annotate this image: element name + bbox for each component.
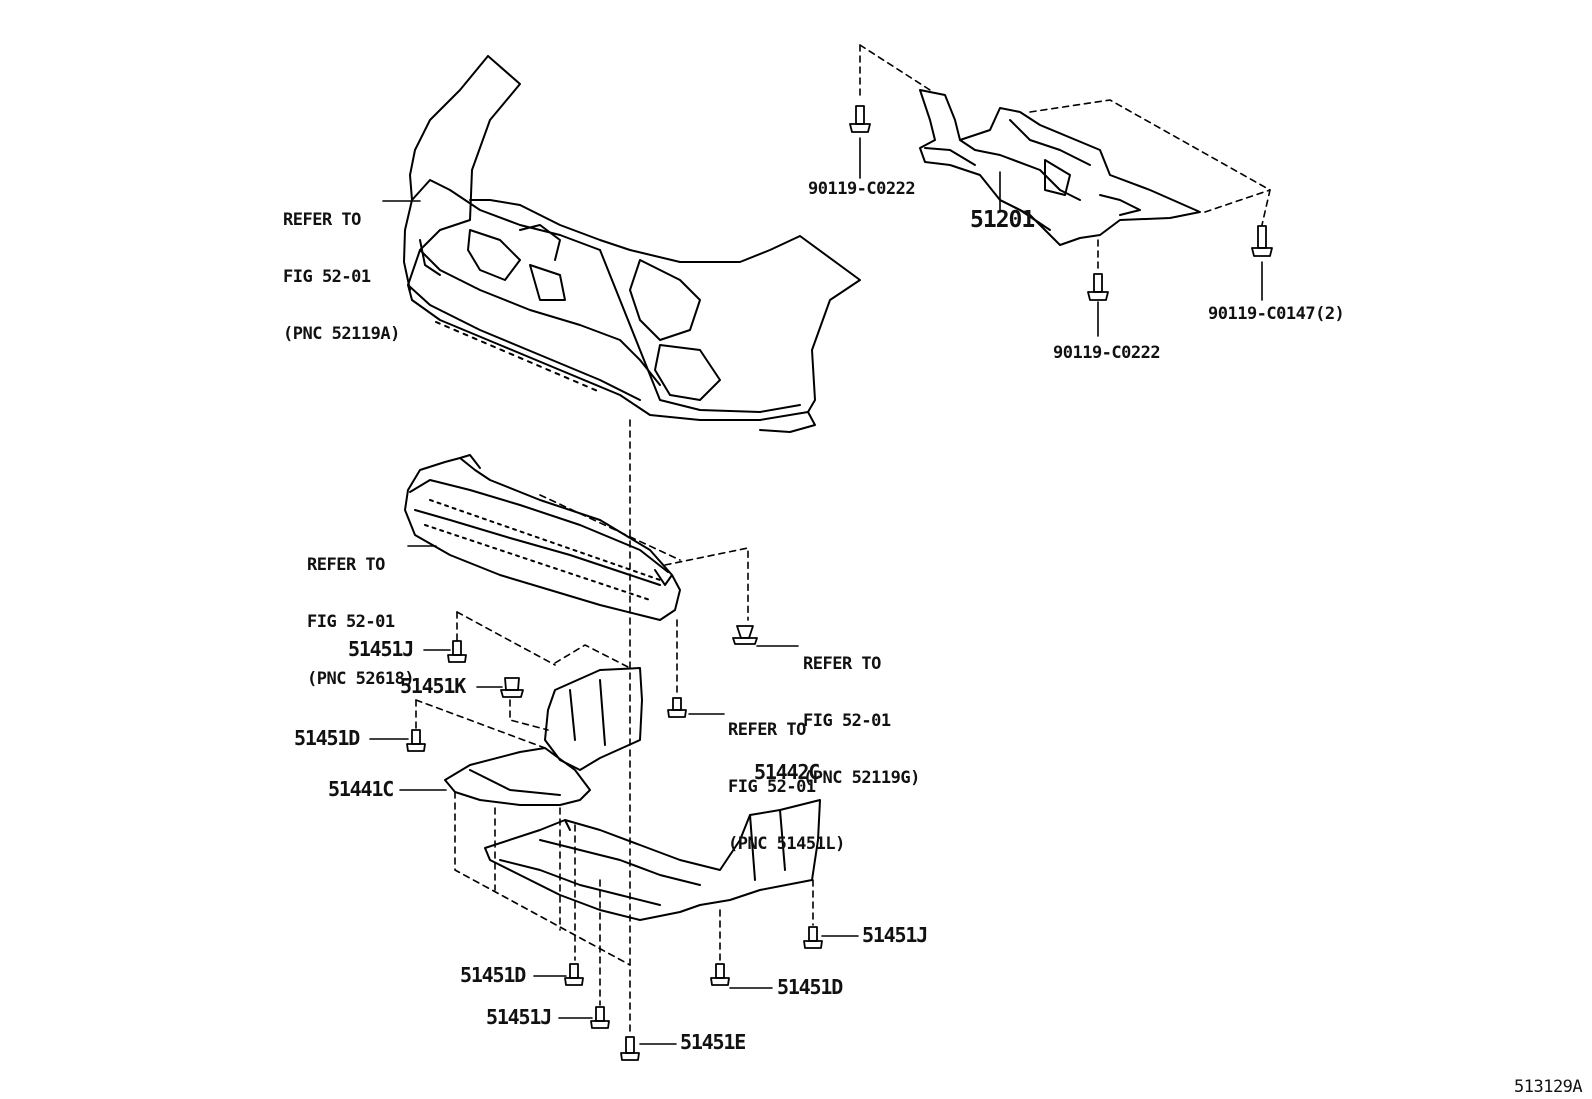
callout-line: REFER TO <box>803 654 881 674</box>
callout-line: (PNC 52618) <box>307 669 415 689</box>
crossmember-drawing <box>919 89 1201 246</box>
clip-refer-callout: REFER TO FIG 52-01 (PNC 52119G) <box>803 617 920 807</box>
bumper-refer-callout: REFER TO FIG 52-01 (PNC 52119A) <box>283 173 400 363</box>
callout-line: REFER TO <box>728 720 806 740</box>
callout-line: FIG 52-01 <box>803 711 891 731</box>
part-number-51451d-mid: 51451D <box>460 963 526 987</box>
callout-line: FIG 52-01 <box>283 267 371 287</box>
part-number-51201: 51201 <box>970 207 1035 233</box>
bolt-refer-callout: REFER TO FIG 52-01 (PNC 51451L) <box>728 683 845 873</box>
part-number-51451k: 51451K <box>400 674 466 698</box>
engine-under-cover-drawing <box>404 454 681 621</box>
callout-line: (PNC 52119A) <box>283 324 400 344</box>
front-bumper-drawing <box>403 55 861 433</box>
cover-refer-callout: REFER TO FIG 52-01 (PNC 52618) <box>307 518 415 708</box>
callout-line: REFER TO <box>283 210 361 230</box>
part-number-51451j-right: 51451J <box>862 923 928 947</box>
part-number-90119-c0147: 90119-C0147(2) <box>1208 304 1345 324</box>
callout-line: FIG 52-01 <box>728 777 816 797</box>
part-number-51441c: 51441C <box>328 777 394 801</box>
fasteners <box>406 105 1273 1061</box>
part-number-51451j-bottom: 51451J <box>486 1005 552 1029</box>
part-number-51451d-left: 51451D <box>294 726 360 750</box>
part-number-90119-c0222-bottom: 90119-C0222 <box>1053 343 1161 363</box>
callout-line: FIG 52-01 <box>307 612 395 632</box>
assembly-dashed-lines <box>415 44 1271 1036</box>
callout-line: (PNC 51451L) <box>728 834 845 854</box>
callout-line: REFER TO <box>307 555 385 575</box>
left-side-cover-drawing <box>444 667 643 806</box>
diagram-id: 513129A <box>1514 1077 1583 1097</box>
part-number-51442c: 51442C <box>754 760 820 784</box>
part-number-51451e: 51451E <box>680 1030 746 1054</box>
main-under-cover-drawing <box>484 799 821 921</box>
part-number-90119-c0222-top: 90119-C0222 <box>808 179 916 199</box>
part-number-51451j-upper: 51451J <box>348 637 414 661</box>
callout-line: (PNC 52119G) <box>803 768 920 788</box>
part-number-51451d-right: 51451D <box>777 975 843 999</box>
leader-lines <box>369 137 1263 1045</box>
